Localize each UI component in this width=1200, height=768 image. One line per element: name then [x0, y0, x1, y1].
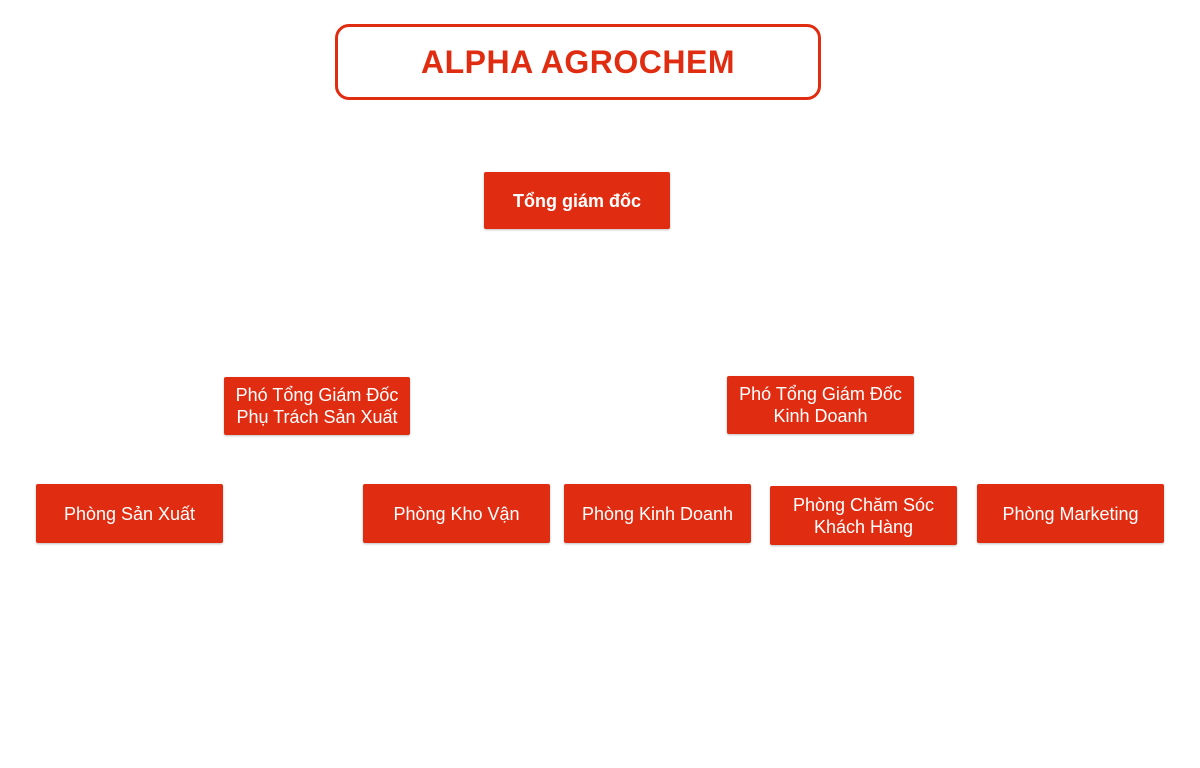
- dept-sales-node[interactable]: Phòng Kinh Doanh: [564, 484, 751, 543]
- company-title: ALPHA AGROCHEM: [421, 43, 735, 80]
- ceo-label: Tổng giám đốc: [513, 190, 641, 211]
- dept-customer-care-label: Phòng Chăm Sóc Khách Hàng: [792, 494, 935, 537]
- dept-sales-label: Phòng Kinh Doanh: [581, 503, 734, 524]
- company-title-box: ALPHA AGROCHEM: [335, 24, 821, 100]
- dept-logistics-node[interactable]: Phòng Kho Vận: [363, 484, 550, 543]
- dept-customer-care-node[interactable]: Phòng Chăm Sóc Khách Hàng: [770, 486, 957, 545]
- dept-marketing-label: Phòng Marketing: [1002, 503, 1139, 524]
- deputy-production-label: Phó Tổng Giám Đốc Phụ Trách Sản Xuất: [235, 385, 399, 427]
- deputy-sales-node[interactable]: Phó Tổng Giám Đốc Kinh Doanh: [727, 376, 914, 434]
- dept-marketing-node[interactable]: Phòng Marketing: [977, 484, 1164, 543]
- deputy-production-node[interactable]: Phó Tổng Giám Đốc Phụ Trách Sản Xuất: [224, 377, 410, 435]
- dept-production-label: Phòng Sản Xuất: [63, 503, 196, 524]
- dept-production-node[interactable]: Phòng Sản Xuất: [36, 484, 223, 543]
- deputy-sales-label: Phó Tổng Giám Đốc Kinh Doanh: [739, 384, 902, 426]
- dept-logistics-label: Phòng Kho Vận: [393, 503, 520, 524]
- ceo-node[interactable]: Tổng giám đốc: [484, 172, 670, 229]
